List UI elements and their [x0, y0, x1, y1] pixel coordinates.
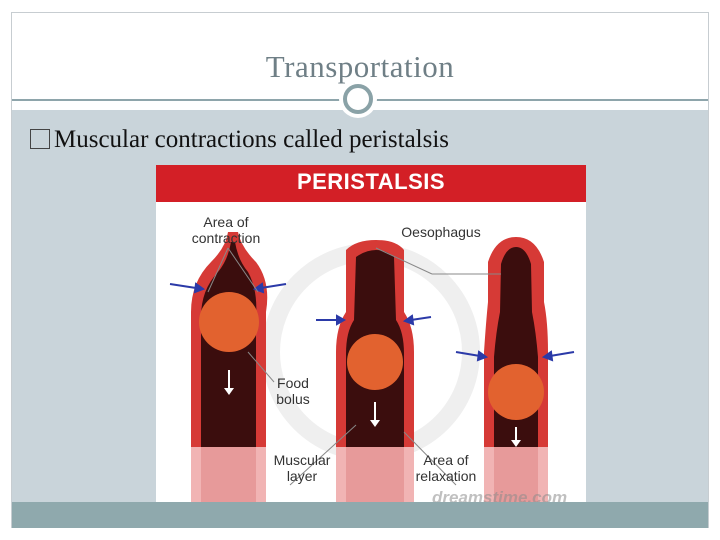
contraction-arrows	[169, 282, 575, 362]
label-food-bolus-line2: bolus	[276, 391, 310, 407]
slide-title: Transportation	[265, 49, 455, 84]
label-muscular-layer-line2: layer	[286, 468, 318, 484]
figure-heading: PERISTALSIS	[296, 169, 446, 194]
label-area-of-contraction: Area of contraction	[178, 214, 274, 246]
oesophagus-tube-3	[484, 237, 548, 509]
ring-ornament-icon	[339, 80, 377, 118]
food-bolus-3	[488, 364, 544, 420]
label-area-of-relaxation: Area of relaxation	[406, 452, 486, 484]
food-bolus-2	[347, 334, 403, 390]
label-area-of-contraction-line1: Area of	[203, 214, 249, 230]
peristalsis-figure: PERISTALSIS	[156, 165, 586, 509]
oesophagus-tube-2	[336, 240, 414, 509]
label-area-of-contraction-line2: contraction	[191, 230, 261, 246]
bullet-item: Muscular contractions called peristalsis	[30, 126, 449, 154]
label-oesophagus: Oesophagus	[401, 224, 481, 240]
peristalsis-illustration	[169, 232, 575, 509]
bullet-text: Muscular contractions called peristalsis	[54, 126, 450, 153]
label-muscular-layer-line1: Muscular	[273, 452, 331, 468]
footer-bar	[12, 502, 708, 528]
food-bolus-1	[199, 292, 259, 352]
box-bullet-icon	[30, 129, 50, 149]
label-food-bolus-line1: Food	[277, 375, 309, 391]
label-area-of-relaxation-line1: Area of	[423, 452, 469, 468]
label-leader-lines	[207, 247, 501, 486]
label-area-of-relaxation-line2: relaxation	[415, 468, 477, 484]
oesophagus-tube-1	[191, 232, 268, 509]
label-muscular-layer: Muscular layer	[264, 452, 340, 484]
figure-banner: PERISTALSIS	[156, 165, 586, 202]
label-food-bolus: Food bolus	[268, 375, 318, 407]
